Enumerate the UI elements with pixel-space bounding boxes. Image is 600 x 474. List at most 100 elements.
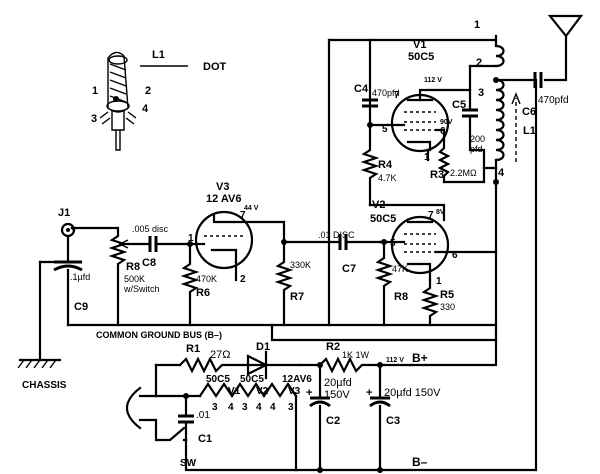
c2-plus: + — [306, 387, 312, 399]
v2-tube — [368, 180, 498, 332]
antcoil-l1-label: L1 — [523, 125, 536, 137]
r8b-label: R8 — [394, 291, 408, 303]
fil-pin-a: 3 — [212, 402, 218, 413]
c4-value: 470pfd — [372, 88, 400, 98]
r3-value: 2.2MΩ — [450, 168, 477, 178]
r7-value: 330K — [290, 260, 311, 270]
supply-tag: 112 V — [424, 77, 442, 84]
c7-value: .01 DISC — [318, 230, 355, 240]
c2-capacitor — [309, 363, 331, 472]
r5-label: R5 — [440, 289, 454, 301]
r5-value: 330 — [440, 302, 455, 312]
v1-top-type: 50C5 — [408, 51, 434, 63]
v2-pin-1: 1 — [436, 276, 442, 287]
c4-label: C4 — [354, 83, 369, 95]
c2-label: C2 — [326, 415, 340, 427]
power-supply-top — [154, 338, 498, 380]
coil-pin-4: 4 — [142, 103, 149, 115]
r4-resistor — [360, 123, 380, 207]
r2-label: R2 — [326, 341, 340, 353]
c9-value: .1µfd — [70, 272, 90, 282]
v2-pin-7: 7 — [428, 210, 434, 221]
bplus-label: B+ — [412, 351, 428, 365]
c1-value: .01 — [196, 410, 210, 421]
filament-string — [154, 363, 298, 472]
junction-dots — [183, 77, 499, 473]
c4-capacitor — [362, 98, 378, 108]
r2-value: 1K 1W — [342, 350, 370, 360]
fil-pin-b: 4 — [228, 402, 234, 413]
v2-screen-volt: 90V — [440, 119, 453, 126]
fil-pin-e: 4 — [270, 402, 276, 413]
fil-pin-f: 3 — [288, 402, 294, 413]
antcoil-pin-4: 4 — [498, 167, 505, 179]
c3-value: 20µfd 150V — [384, 387, 441, 399]
r1-value: 27Ω — [210, 349, 230, 361]
c3-capacitor — [369, 363, 391, 472]
v3-pin-7: 7 — [240, 210, 246, 221]
c6-value: 470pfd — [538, 95, 569, 106]
r3-label: R3 — [430, 169, 444, 181]
fil-v1: V1 — [228, 386, 241, 397]
r8-label: R8 — [126, 261, 140, 273]
coil-label: L1 — [152, 49, 165, 61]
fil-v3-type: 12AV6 — [282, 374, 312, 385]
r1-label: R1 — [186, 343, 200, 355]
c9-capacitor — [53, 260, 83, 327]
v3-label: V3 — [216, 181, 229, 193]
bplus-volt: 112 V — [386, 357, 404, 364]
antcoil-pin-3: 3 — [478, 87, 484, 99]
chassis-label: CHASSIS — [22, 380, 67, 391]
bminus-label: B– — [412, 455, 428, 469]
c5-capacitor — [462, 64, 486, 170]
antcoil-pin-1: 1 — [474, 19, 480, 31]
c1-label: C1 — [198, 433, 212, 445]
v1-pin-6: 6 — [440, 126, 446, 137]
coil-illustration — [99, 51, 188, 151]
coil-pin-2: 2 — [145, 85, 151, 97]
v3-type: 12 AV6 — [206, 193, 241, 205]
v2-pin-6: 6 — [452, 250, 458, 261]
v3-volt: 44 V — [244, 205, 259, 212]
r7-resistor — [274, 240, 294, 327]
ground-bus-label: COMMON GROUND BUS (B–) — [96, 330, 222, 340]
fil-pin-c: 3 — [242, 402, 248, 413]
coil-dot-label: DOT — [203, 61, 227, 73]
v1-pin-1: 1 — [424, 152, 430, 163]
v2-label-text: V2 — [372, 199, 385, 211]
fil-pin-d: 4 — [256, 402, 262, 413]
r3-resistor — [437, 136, 498, 184]
r8b-value: 47K — [392, 264, 408, 274]
c5-label: C5 — [452, 99, 466, 111]
v1-top-label: V1 — [413, 39, 426, 51]
r5-resistor — [420, 278, 440, 327]
r8-potentiometer — [70, 226, 130, 327]
r6-resistor — [180, 242, 200, 327]
c7-label: C7 — [342, 263, 356, 275]
c3-plus: + — [366, 387, 372, 399]
r7-label: R7 — [290, 291, 304, 303]
chassis-ground — [17, 260, 62, 369]
fil-v1-type: 50C5 — [206, 374, 230, 385]
ac-plug — [125, 386, 298, 472]
v1-tube — [368, 38, 472, 162]
v2-type: 50C5 — [370, 213, 396, 225]
r6-label: R6 — [196, 287, 210, 299]
c9-label: C9 — [74, 301, 88, 313]
v2-volt: 8V — [436, 209, 445, 216]
v3-tube — [194, 210, 286, 282]
r6-value: 470K — [196, 274, 217, 284]
d1-label: D1 — [256, 341, 270, 353]
c8-value: .005 disc — [132, 224, 169, 234]
v1-pin-5: 5 — [382, 124, 388, 135]
c7-capacitor — [282, 234, 382, 250]
coil-pin-1: 1 — [92, 85, 98, 97]
r8b-resistor — [374, 240, 394, 327]
r4-value: 4.7K — [378, 173, 397, 183]
ground-bus — [66, 323, 498, 342]
v1-pin-7: 7 — [394, 90, 400, 101]
r4-label: R4 — [378, 159, 393, 171]
v2-pin-5: 5 — [390, 238, 396, 249]
